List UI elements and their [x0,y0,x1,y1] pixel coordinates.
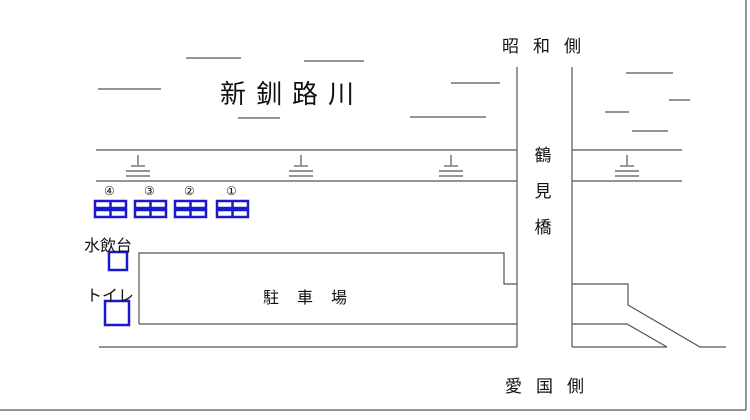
water-marks [126,155,639,177]
river-name: 新釧路川 [220,80,365,110]
east-road [572,283,726,348]
bench-number: ④ [104,184,115,198]
toilet-label: トイレ [86,286,135,305]
water-mark-icon [615,155,639,177]
south-label: 愛国側 [505,377,598,397]
bench-number: ③ [144,184,155,198]
benches [93,199,250,219]
river-banks [96,149,682,182]
parking-label: 駐車場 [263,288,366,307]
north-label: 昭和側 [502,37,595,57]
parking-lot [138,252,517,325]
bridge-char: 鶴 [534,146,552,166]
bridge-char: 見 [534,182,552,202]
bench-number: ② [184,184,195,198]
bench-icon [93,199,128,219]
bench-icon [215,199,250,219]
water-ripples [98,57,690,132]
bench-icon [133,199,168,219]
toilet-icon [103,299,131,327]
bridge-name: 鶴 見 橋 [533,138,553,246]
bridge-char: 橋 [534,218,552,238]
water-mark-icon [126,155,150,177]
bridge [516,67,573,347]
bench-number: ① [226,184,237,198]
bench-icon [173,199,208,219]
water-fountain-icon [107,250,129,272]
water-mark-icon [439,155,463,177]
water-mark-icon [289,155,313,177]
fountain-label: 水飲台 [84,236,133,255]
